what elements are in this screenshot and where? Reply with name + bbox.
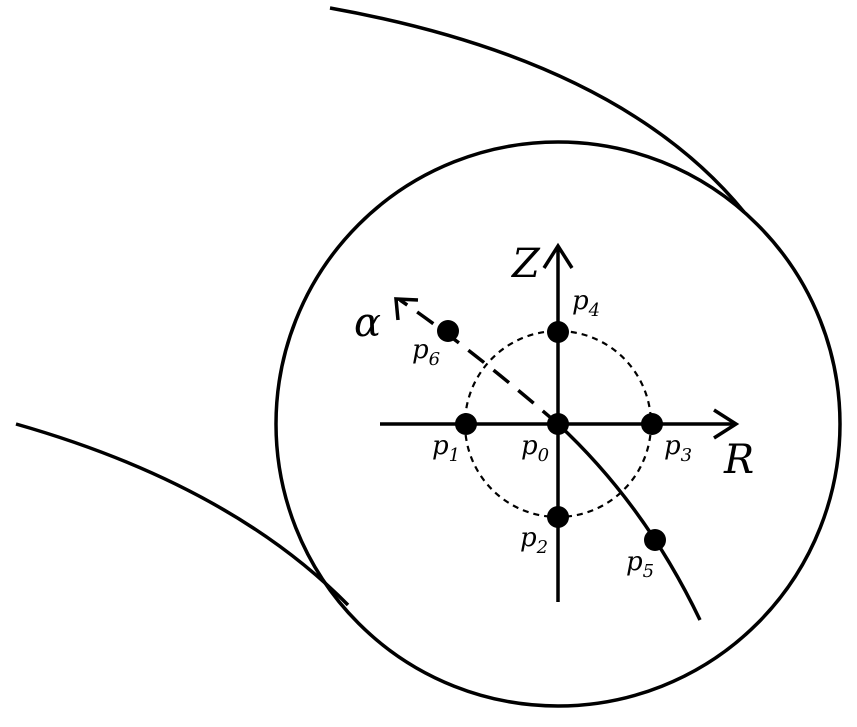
point-p3 xyxy=(641,413,663,435)
point-label-p3: p3 xyxy=(664,431,692,466)
point-p4 xyxy=(547,321,569,343)
point-label-p0: p0 xyxy=(521,431,549,466)
point-p6 xyxy=(437,320,459,342)
alpha-curve-dashed xyxy=(399,298,560,426)
point-p5 xyxy=(644,529,666,551)
point-label-p2: p2 xyxy=(520,523,548,558)
z-axis-label: Z xyxy=(510,241,541,287)
alpha-arrowhead xyxy=(394,297,419,321)
alpha-curve-solid xyxy=(556,422,702,621)
r-axis-arrowhead xyxy=(713,408,740,440)
point-label-p5: p5 xyxy=(626,547,654,582)
point-label-p6: p6 xyxy=(412,335,440,370)
point-label-p1: p1 xyxy=(432,431,460,466)
r-axis-label: R xyxy=(723,437,754,483)
outer-circle xyxy=(274,140,842,708)
alpha-curve-label: α xyxy=(354,300,381,346)
point-p1 xyxy=(455,413,477,435)
z-axis-arrowhead xyxy=(542,242,574,269)
lower-tangent-curve xyxy=(15,422,350,607)
upper-tangent-curve xyxy=(329,6,746,214)
point-p2 xyxy=(547,506,569,528)
point-p0 xyxy=(547,413,569,435)
point-label-p4: p4 xyxy=(572,286,600,321)
